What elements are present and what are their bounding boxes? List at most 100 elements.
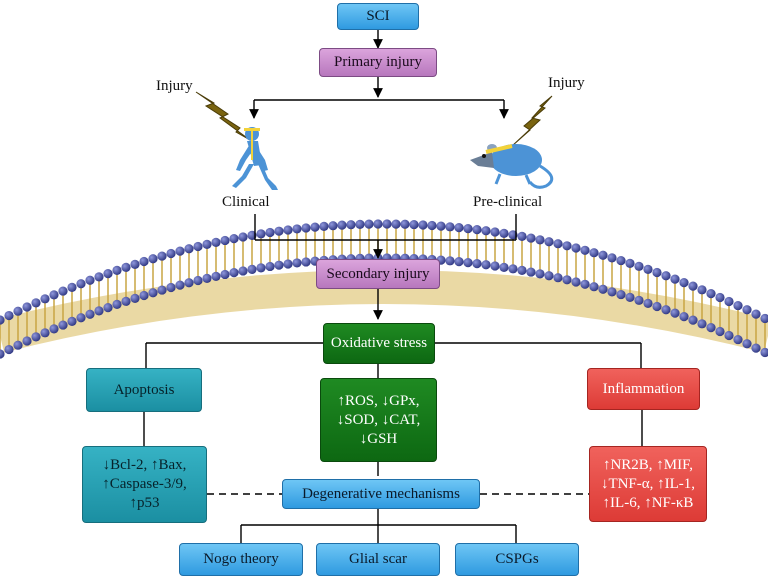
lipid-head xyxy=(337,220,347,230)
lipid-head xyxy=(661,305,671,315)
oxidative-marker-line-1: ↑ROS, ↓GPx, xyxy=(337,392,420,409)
apoptosis-marker-line-3: ↑p53 xyxy=(129,495,160,511)
lipid-head xyxy=(121,296,131,306)
secondary-injury-box: Secondary injury xyxy=(316,259,440,289)
lipid-head xyxy=(310,222,320,232)
lipid-head xyxy=(58,286,68,296)
inflammation-marker-line-1: ↑NR2B, ↑MIF, xyxy=(602,456,694,473)
lipid-head xyxy=(706,323,716,333)
lipid-head xyxy=(247,264,257,274)
lipid-head xyxy=(256,263,266,273)
lipid-head xyxy=(328,221,338,231)
lipid-head xyxy=(139,290,149,301)
lipid-head xyxy=(760,347,768,358)
lipid-head xyxy=(220,269,230,280)
oxidative-stress-box: Oxidative stress xyxy=(323,323,435,364)
lipid-head xyxy=(220,235,230,246)
lipid-head xyxy=(733,334,743,345)
lipid-head xyxy=(481,260,491,270)
lipid-head xyxy=(193,275,203,286)
lipid-head xyxy=(283,225,293,235)
lipid-head xyxy=(652,267,662,278)
lipid-head xyxy=(211,271,221,281)
lipid-head xyxy=(742,305,752,315)
lipid-head xyxy=(472,259,482,269)
lipid-head xyxy=(580,279,590,289)
apoptosis-marker-line-1: ↓Bcl-2, ↑Bax, xyxy=(102,457,187,473)
lipid-head xyxy=(0,315,5,325)
lipid-head xyxy=(0,349,5,359)
lipid-head xyxy=(103,268,113,279)
lipid-head xyxy=(211,237,221,247)
oxidative-marker-line-3: ↓GSH xyxy=(359,430,398,447)
lipid-head xyxy=(706,289,716,299)
lipid-head xyxy=(715,326,725,337)
lipid-head xyxy=(760,313,768,324)
glial-scar-box: Glial scar xyxy=(316,543,440,576)
oxidative-marker-line-2: ↓SOD, ↓CAT, xyxy=(336,411,421,428)
human-figure-icon xyxy=(232,127,278,190)
lipid-head xyxy=(400,219,410,229)
lipid-head xyxy=(13,306,23,316)
lipid-head xyxy=(202,239,212,249)
lipid-head xyxy=(679,311,689,322)
lipid-head xyxy=(184,278,194,288)
lipid-head xyxy=(13,340,23,350)
lipid-head xyxy=(256,229,266,239)
lipid-head xyxy=(265,261,275,272)
lipid-head xyxy=(283,259,293,269)
lipid-head xyxy=(49,290,59,300)
lipid-head xyxy=(166,248,176,259)
lipid-head xyxy=(4,310,14,321)
lipid-head xyxy=(535,235,545,245)
injury-right-label: Injury xyxy=(548,75,585,91)
lipid-head xyxy=(94,272,104,282)
lipid-head xyxy=(112,299,122,310)
lipid-head xyxy=(382,219,392,229)
lipid-head xyxy=(157,251,167,261)
lipid-head xyxy=(607,253,617,263)
lipid-head xyxy=(463,223,473,234)
lipid-head xyxy=(742,339,752,349)
lipid-head xyxy=(130,293,140,303)
lipid-head xyxy=(175,246,185,256)
lipid-head xyxy=(589,282,599,292)
inflammation-markers-box: ↑NR2B, ↑MIF, ↓TNF-α, ↑IL-1, ↑IL-6, ↑NF-κ… xyxy=(589,446,707,522)
lipid-head xyxy=(616,255,626,266)
lipid-head xyxy=(238,232,248,242)
lipid-head xyxy=(724,330,734,341)
lipid-head xyxy=(409,219,419,230)
lipid-head xyxy=(355,219,365,229)
lightning-left-icon xyxy=(195,91,251,141)
lipid-head xyxy=(121,262,131,272)
inflammation-marker-line-3: ↑IL-6, ↑NF-κB xyxy=(602,494,694,511)
lipid-head xyxy=(184,244,194,254)
lipid-head xyxy=(85,275,95,285)
lipid-head xyxy=(553,239,563,249)
lipid-head xyxy=(31,298,41,308)
lipid-head xyxy=(607,287,617,297)
lipid-head xyxy=(454,223,464,233)
lipid-head xyxy=(733,300,743,311)
lipid-head xyxy=(22,336,32,346)
lipid-head xyxy=(679,277,689,288)
lipid-head xyxy=(373,219,383,229)
lipid-head xyxy=(76,313,86,323)
lipid-head xyxy=(418,220,428,230)
lipid-head xyxy=(139,256,149,267)
inflammation-box: Inflammation xyxy=(587,368,700,410)
rat-figure-icon xyxy=(470,144,554,189)
degenerative-mechanisms-box: Degenerative mechanisms xyxy=(282,479,480,509)
lipid-head xyxy=(49,324,59,334)
apoptosis-box: Apoptosis xyxy=(86,368,202,412)
lipid-head xyxy=(292,258,302,268)
lipid-head xyxy=(481,226,491,236)
lipid-head xyxy=(661,271,671,281)
lipid-head xyxy=(490,261,500,271)
lipid-head xyxy=(589,248,599,258)
lipid-head xyxy=(4,344,14,355)
lipid-head xyxy=(670,274,680,284)
lipid-head xyxy=(598,284,608,294)
lipid-head xyxy=(499,262,509,272)
lipid-head xyxy=(94,306,104,316)
